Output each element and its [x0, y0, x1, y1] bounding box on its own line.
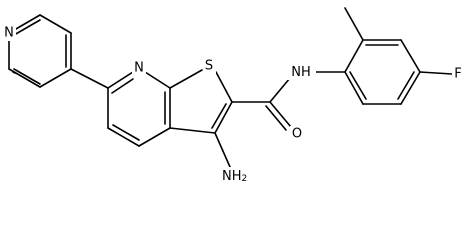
carbonyl-bond: [269, 101, 292, 128]
phenyl-bond: [400, 39, 421, 73]
methyl-bond: [344, 7, 364, 41]
fused-ring-bond: [107, 127, 140, 147]
fused-ring-bond: [107, 71, 134, 89]
amide-nh-label: NH: [291, 65, 311, 80]
carbonyl-double-bond: [265, 105, 287, 131]
amide-nitrogen-symbol: N: [291, 65, 301, 80]
thiophene-bond: [169, 127, 216, 134]
thiophene-bond: [214, 101, 233, 134]
amino-hydrogen-symbol: H: [232, 169, 242, 184]
thiophene-double-bond: [211, 103, 227, 129]
biaryl-bond: [70, 68, 109, 89]
amide-hydrogen-symbol: H: [301, 65, 311, 80]
pyridine-nitrogen-label: N: [4, 26, 14, 41]
amide-bond: [269, 77, 291, 103]
atom-labels: N N S NH O NH2 F: [3, 25, 465, 185]
fused-ring-bond: [144, 71, 171, 89]
amino-bond: [214, 132, 231, 168]
fluorine-label: F: [454, 67, 461, 82]
chemical-structure-diagram: N N S NH O NH2 F: [3, 7, 465, 185]
phenyl-bond: [400, 71, 421, 105]
pyridine-bond: [39, 14, 72, 34]
bond-lines: [8, 7, 453, 168]
pyridine-double-bond: [13, 68, 41, 85]
fused-ring-bond: [138, 127, 171, 147]
pyridine-bond: [39, 68, 72, 88]
thiophene-bond: [215, 71, 233, 103]
pyridine-bond: [8, 68, 41, 88]
phenyl-bond: [344, 39, 364, 73]
pyridine-double-bond: [13, 19, 41, 36]
phenyl-double-bond: [397, 71, 415, 100]
amino-nh2-label: NH2: [222, 169, 247, 184]
fused-ring-double-bond: [111, 78, 134, 94]
thiophene-sulfur-label: S: [205, 59, 213, 74]
phenyl-double-bond: [349, 71, 367, 100]
amino-nitrogen-symbol: N: [222, 169, 232, 184]
thiophene-bond: [169, 69, 203, 89]
fluorine-bond: [419, 71, 453, 75]
carbonyl-oxygen-label: O: [292, 127, 302, 142]
fused-ring-double-bond: [112, 124, 140, 141]
amino-hydrogen-count: 2: [242, 174, 248, 184]
phenyl-bond: [344, 71, 364, 105]
ring-nitrogen-label: N: [134, 61, 144, 76]
